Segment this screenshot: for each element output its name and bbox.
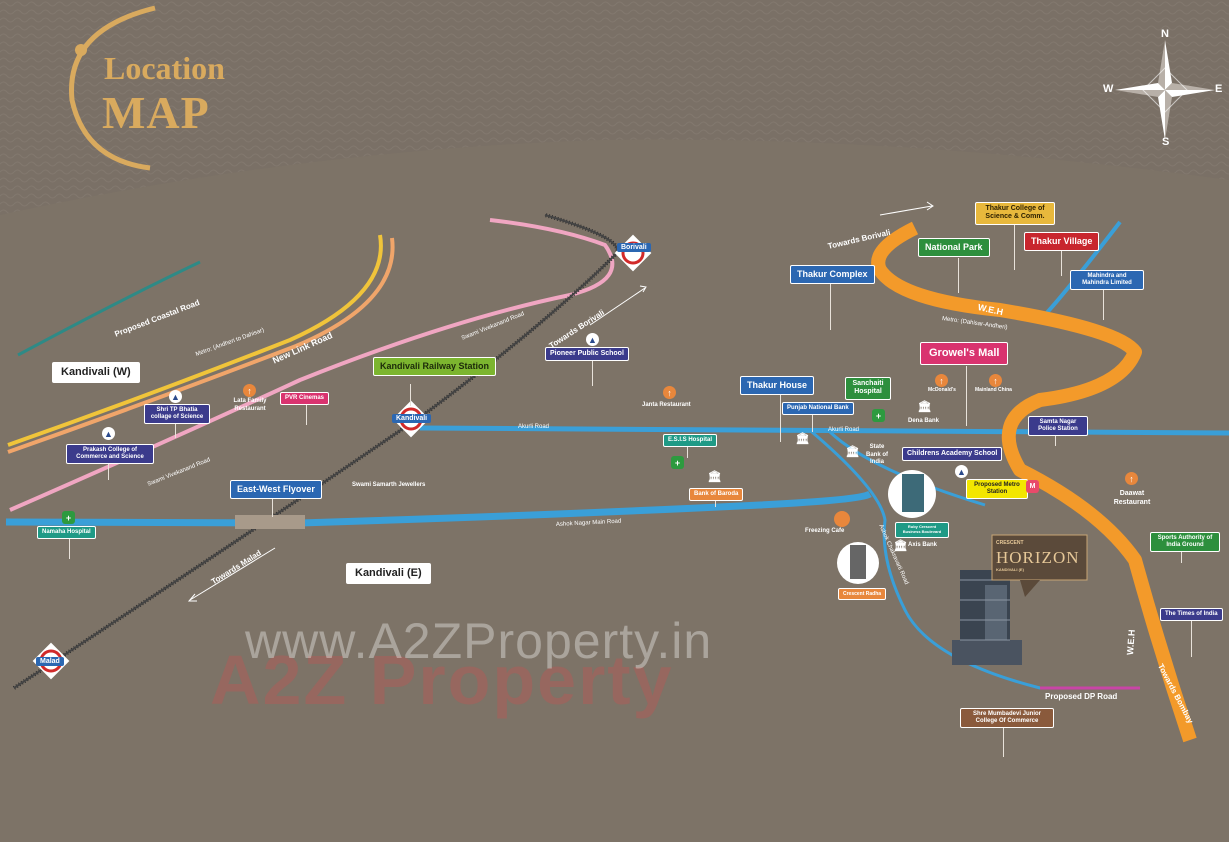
bank-icon: 🏛 [707, 471, 722, 483]
label-namaha-hospital: Namaha Hospital [37, 526, 96, 540]
metro-icon: M [1026, 480, 1039, 493]
school-icon: ▲ [169, 390, 182, 403]
logo-crescent: CRESCENT [996, 540, 1024, 546]
label-samta-police: Samta Nagar Police Station [1028, 416, 1088, 437]
bank-icon: 🏛 [893, 540, 908, 552]
label-thakur-complex: Thakur Complex [790, 265, 875, 284]
label-ruby-crescent: Ruby Crescent Business Boulevard [895, 522, 949, 538]
road-akurli-1: Akurli Road [518, 424, 550, 430]
map-title-line1: Location [104, 50, 225, 86]
restaurant-icon: ↑ [243, 384, 256, 397]
flyover-marker [235, 515, 305, 529]
akurli-road [419, 425, 1229, 436]
restaurant-icon: ↑ [989, 374, 1002, 387]
label-shri-tp-bhatia: Shri TP Bhatia collage of Science [144, 404, 210, 425]
label-mahindra: Mahindra and Mahindra Limited [1070, 270, 1144, 291]
label-times-of-india: The Times of India [1160, 608, 1223, 622]
label-mumbadevi-college: Shre Mumbadevi Junior College Of Commerc… [960, 708, 1054, 729]
label-freezing-cafe: Freezing Cafe [805, 528, 845, 534]
label-punjab-bank: Punjab National Bank [782, 402, 854, 416]
area-kandivali-west: Kandivali (W) [52, 362, 140, 384]
logo-horizon: HORIZON [996, 548, 1080, 567]
hospital-icon: + [872, 409, 885, 422]
map-title-line2: MAP [102, 87, 210, 138]
title-arc [68, 5, 156, 171]
watermark-url: www.A2ZProperty.in [245, 613, 713, 669]
label-bank-of-baroda: Bank of Baroda [689, 488, 744, 502]
label-ew-flyover: East-West Flyover [230, 480, 322, 499]
road-proposed-dp: Proposed DP Road [1045, 692, 1118, 701]
horizon-building [952, 570, 1022, 665]
bank-icon: 🏛 [917, 401, 932, 413]
station-malad: Malad [36, 657, 64, 666]
label-lata-restaurant: Lata Family Restaurant [233, 398, 267, 412]
label-daawat: Daawat Restaurant [1113, 490, 1151, 506]
label-pioneer-school: Pioneer Public School [545, 347, 629, 362]
label-sports-authority: Sports Authority of India Ground [1150, 532, 1220, 553]
label-prakash-college: Prakash College of Commerce and Science [66, 444, 154, 465]
horizon-logo-box [991, 534, 1088, 597]
restaurant-icon: ↑ [663, 386, 676, 399]
label-childrens-academy: Childrens Academy School [902, 447, 1003, 462]
restaurant-icon: ↑ [1125, 472, 1138, 485]
weh-road [871, 221, 1197, 743]
school-icon: ▲ [586, 333, 599, 346]
swami-vivekanand-road [9, 218, 615, 512]
area-kandivali-east: Kandivali (E) [346, 563, 431, 585]
new-link-road [7, 237, 395, 454]
label-thakur-house: Thakur House [740, 376, 815, 395]
bank-icon: 🏛 [795, 433, 810, 445]
label-mainland-china: Mainland China [975, 387, 1012, 393]
station-borivali: Borivali [617, 243, 651, 252]
label-dena-bank: Dena Bank [908, 418, 940, 424]
watermark-brand: A2Z Property [210, 641, 674, 719]
label-axis-bank: Axis Bank [908, 542, 938, 548]
road-akurli-2: Akurli Road [828, 427, 860, 433]
compass-rose [1115, 40, 1215, 140]
label-thakur-college: Thakur College of Science & Comm. [975, 202, 1055, 225]
label-mcdonalds: McDonald's [928, 387, 956, 393]
label-crescent-radha: Crescent Radha [838, 588, 887, 600]
school-icon: ▲ [102, 427, 115, 440]
label-growels-mall: Growel's Mall [920, 342, 1009, 366]
ashok-nagar-main-road [5, 490, 872, 527]
label-thakur-village: Thakur Village [1024, 232, 1100, 251]
compass-south: S [1162, 136, 1170, 148]
school-icon: ▲ [955, 465, 968, 478]
label-esis-hospital: E.S.I.S Hospital [663, 434, 718, 448]
road-weh-2: W.E.H [1125, 629, 1137, 656]
label-swami-jewellers: Swami Samarth Jewellers [352, 482, 426, 488]
label-sbi: State Bank of India [865, 444, 888, 465]
label-janta-restaurant: Janta Restaurant [642, 402, 691, 408]
label-pvr-cinemas: PVR Cinemas [280, 392, 330, 406]
label-national-park: National Park [918, 238, 990, 257]
label-sanchaiti-hospital: Sanchaiti Hospital [845, 377, 891, 400]
restaurant-icon: ↑ [935, 374, 948, 387]
compass-north: N [1161, 28, 1169, 40]
logo-sub: KANDIVALI (E) [996, 567, 1024, 572]
station-kandivali: Kandivali [392, 414, 432, 423]
hospital-icon: + [671, 456, 684, 469]
coastal-road [17, 260, 201, 357]
hospital-icon: + [62, 511, 75, 524]
label-kandivali-railway: Kandivali Railway Station [373, 357, 497, 376]
compass-east: E [1215, 83, 1223, 95]
metro-link-line [7, 234, 383, 447]
compass-west: W [1103, 83, 1114, 95]
label-proposed-metro: Proposed Metro Station [966, 479, 1028, 500]
bank-icon: 🏛 [845, 446, 860, 458]
